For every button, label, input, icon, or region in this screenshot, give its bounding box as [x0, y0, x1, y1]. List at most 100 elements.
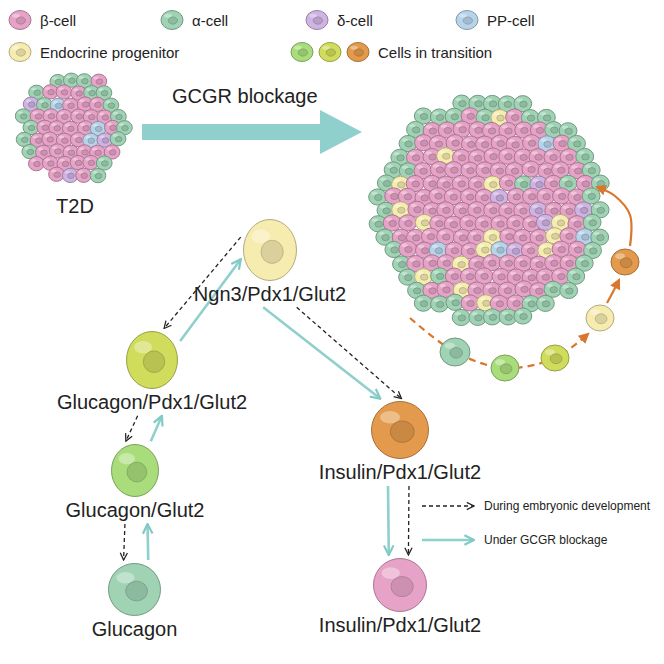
cell-nucleus [405, 220, 412, 226]
cell-drawing [112, 445, 159, 497]
cell-body [161, 11, 183, 30]
transition-cycle [410, 187, 639, 381]
cell-nucleus [116, 114, 123, 119]
cell-nucleus [451, 248, 458, 254]
cell-nucleus [521, 127, 528, 133]
cell-nucleus [413, 288, 420, 294]
cell-nucleus [436, 221, 443, 227]
swatch-cell [347, 43, 369, 62]
cell-body [112, 445, 159, 497]
cell-nucleus [574, 221, 581, 227]
cell-nucleus [597, 235, 604, 241]
cell-label: Ngn3/Pdx1/Glut2 [194, 282, 346, 306]
cell-highlight [116, 572, 134, 583]
islet-cell [544, 281, 562, 297]
cell-nucleus [497, 115, 504, 121]
islet-cell [536, 295, 554, 311]
cell-nucleus [582, 181, 589, 187]
cell-nucleus [61, 90, 68, 95]
cell-nucleus [450, 194, 457, 200]
cell-nucleus [451, 274, 458, 280]
cell-nucleus [535, 154, 542, 160]
cell-nucleus [513, 194, 520, 200]
cell-nucleus [436, 167, 443, 173]
cell-nucleus [420, 140, 427, 146]
cell-nucleus [558, 193, 565, 199]
cell-nucleus [115, 136, 122, 141]
cell-nucleus [28, 102, 35, 107]
cell-nucleus [313, 17, 322, 24]
cell-nucleus [102, 115, 109, 120]
cell-node: Glucagon [107, 562, 162, 641]
cell-nucleus [482, 247, 489, 253]
cell-nucleus [565, 128, 572, 134]
cell-nucleus [390, 167, 397, 173]
cell-nucleus [20, 114, 27, 119]
cell-nucleus [565, 181, 572, 187]
cell-shape [242, 218, 298, 282]
cell-nucleus [489, 234, 496, 240]
cell-nucleus [397, 155, 404, 161]
cell-nucleus [551, 208, 558, 214]
islet-cell [90, 168, 106, 182]
cell-nucleus [474, 287, 481, 293]
cell-body [28, 157, 44, 171]
cycle-return-arrow [597, 187, 631, 246]
cell-nucleus [48, 161, 55, 166]
cell-body [244, 220, 297, 281]
cell-nucleus [528, 166, 535, 172]
cell-nucleus [405, 141, 412, 147]
cell-nucleus [443, 260, 450, 266]
cell-nucleus [597, 181, 604, 187]
cell-nucleus [41, 150, 48, 155]
cell-nucleus [405, 168, 412, 174]
cell-nucleus [298, 49, 307, 56]
cell-nucleus [398, 235, 405, 241]
cell-nucleus [429, 128, 436, 134]
cell-shape [15, 68, 135, 188]
cell-nucleus [102, 138, 109, 143]
swatch-cell [9, 43, 31, 62]
swatch-cell [306, 11, 328, 30]
cell-nucleus [383, 180, 390, 186]
islet-node: T2D [15, 68, 135, 218]
cell-body [567, 268, 585, 284]
cell-nucleus [391, 577, 413, 597]
cell-nucleus [513, 274, 520, 280]
cell-body [372, 402, 429, 459]
cell-body [522, 161, 540, 177]
cell-nucleus [459, 235, 466, 241]
cell-nucleus [475, 261, 482, 267]
cell-nucleus [575, 168, 582, 174]
cell-body [536, 295, 554, 311]
cell-nucleus [16, 17, 25, 24]
cell-nucleus [435, 193, 442, 199]
cell-nucleus [81, 173, 88, 178]
cell-nucleus [466, 274, 473, 280]
islet-cell [56, 85, 72, 99]
cell-nucleus [16, 49, 25, 56]
cell-body [440, 338, 470, 366]
cell-nucleus [496, 195, 503, 201]
cell-nucleus [475, 315, 482, 321]
cell-nucleus [458, 181, 465, 187]
embryonic-arrow [408, 486, 410, 555]
legend-text: α-cell [192, 12, 228, 29]
transition-cell-icon [611, 249, 639, 275]
cell-nucleus [326, 49, 335, 56]
cell-nucleus [500, 364, 512, 374]
cell-nucleus [69, 78, 76, 83]
cell-nucleus [543, 194, 550, 200]
transition-cell-icon [541, 345, 569, 371]
cell-nucleus [443, 153, 450, 159]
cell-nucleus [551, 127, 558, 133]
cell-nucleus [413, 261, 420, 267]
cell-nucleus [542, 301, 549, 307]
cell-nucleus [261, 240, 283, 263]
islet-cell [28, 157, 44, 171]
cell-nucleus [76, 137, 83, 142]
cell-nucleus [520, 208, 527, 214]
cell-nucleus [88, 114, 95, 119]
cell-nucleus [497, 247, 504, 253]
